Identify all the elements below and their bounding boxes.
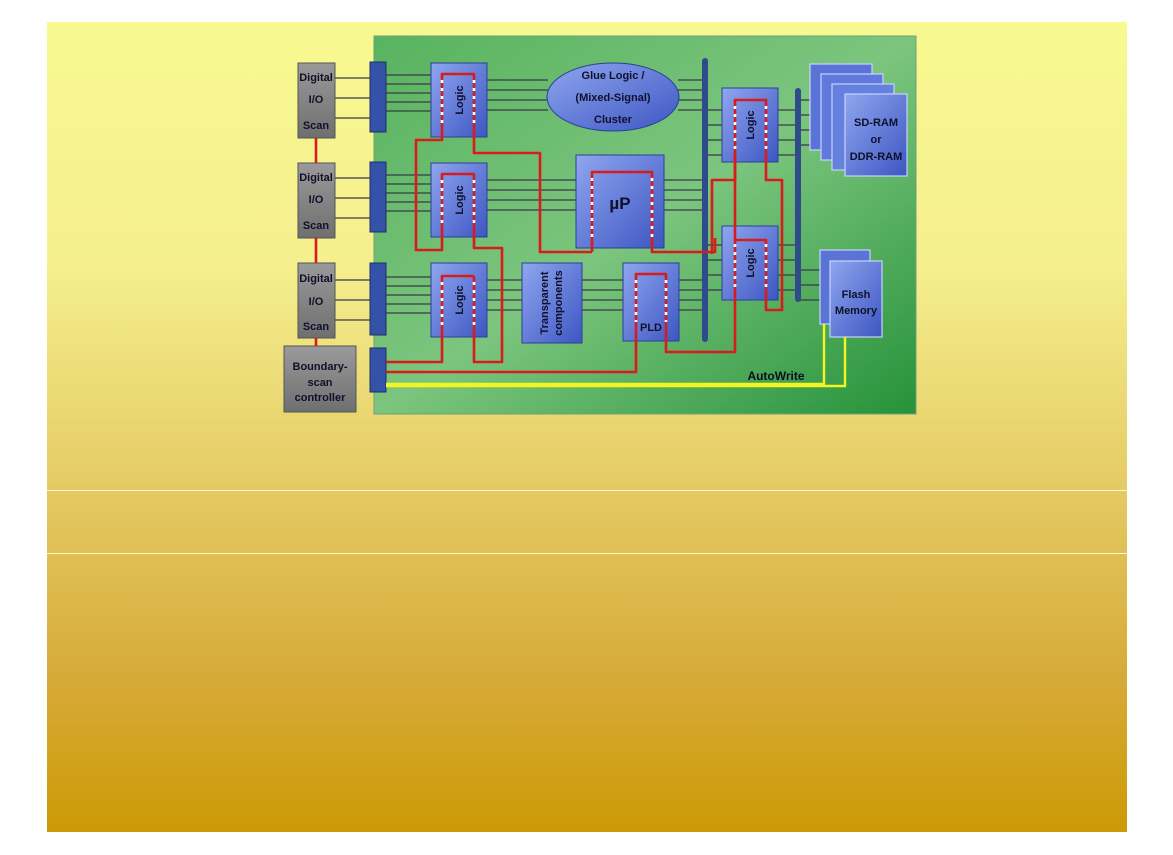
svg-text:I/O: I/O — [309, 296, 324, 308]
microprocessor-block: µP — [575, 154, 665, 249]
svg-text:Digital: Digital — [299, 172, 333, 184]
svg-text:Flash: Flash — [842, 289, 871, 301]
boundary-scan-controller: Boundary- scan controller — [283, 345, 357, 413]
system-bus-right — [795, 88, 801, 302]
transparent-components-block: Transparent components — [521, 262, 583, 344]
divider-line — [47, 490, 1127, 491]
svg-text:Transparent: Transparent — [539, 271, 551, 334]
svg-text:Cluster: Cluster — [594, 114, 633, 126]
svg-text:components: components — [553, 270, 565, 335]
flash-memory: Flash Memory — [819, 249, 883, 338]
pld-block: PLD — [622, 262, 680, 342]
signal-lines — [334, 74, 822, 321]
svg-text:Scan: Scan — [303, 321, 330, 333]
io-scan-block: Digital I/O Scan — [297, 262, 336, 339]
svg-text:PLD: PLD — [640, 322, 662, 334]
svg-text:Digital: Digital — [299, 72, 333, 84]
svg-text:µP: µP — [609, 194, 630, 213]
autowrite-label: AutoWrite — [747, 369, 804, 383]
svg-text:Logic: Logic — [454, 185, 466, 214]
svg-text:DDR-RAM: DDR-RAM — [850, 151, 903, 163]
svg-text:Logic: Logic — [454, 285, 466, 314]
svg-text:Memory: Memory — [835, 305, 878, 317]
logic-block: Logic — [430, 162, 488, 238]
autowrite-line — [386, 324, 847, 388]
svg-text:SD-RAM: SD-RAM — [854, 117, 898, 129]
svg-text:scan: scan — [307, 377, 332, 389]
sdram-memory-stack: SD-RAM or DDR-RAM — [809, 63, 908, 177]
edge-connectors — [369, 61, 387, 393]
svg-text:Boundary-: Boundary- — [293, 361, 348, 373]
logic-block: Logic — [721, 225, 779, 301]
logic-block: Logic — [430, 262, 488, 338]
svg-text:Digital: Digital — [299, 273, 333, 285]
svg-text:Glue Logic /: Glue Logic / — [582, 70, 645, 82]
svg-text:(Mixed-Signal): (Mixed-Signal) — [575, 92, 651, 104]
io-scan-block: Digital I/O Scan — [297, 162, 336, 239]
io-scan-block: Digital I/O Scan — [297, 62, 336, 139]
svg-text:or: or — [871, 134, 883, 146]
svg-text:Scan: Scan — [303, 120, 330, 132]
divider-line — [47, 553, 1127, 554]
logic-block: Logic — [430, 62, 488, 138]
svg-text:Scan: Scan — [303, 220, 330, 232]
system-bus-left — [702, 58, 708, 342]
svg-text:Logic: Logic — [745, 110, 757, 139]
svg-text:Logic: Logic — [454, 85, 466, 114]
svg-text:Logic: Logic — [745, 248, 757, 277]
svg-text:I/O: I/O — [309, 94, 324, 106]
svg-text:I/O: I/O — [309, 194, 324, 206]
boundary-scan-cells — [440, 80, 768, 326]
svg-text:controller: controller — [295, 392, 346, 404]
glue-logic-cluster: Glue Logic / (Mixed-Signal) Cluster — [546, 62, 680, 132]
